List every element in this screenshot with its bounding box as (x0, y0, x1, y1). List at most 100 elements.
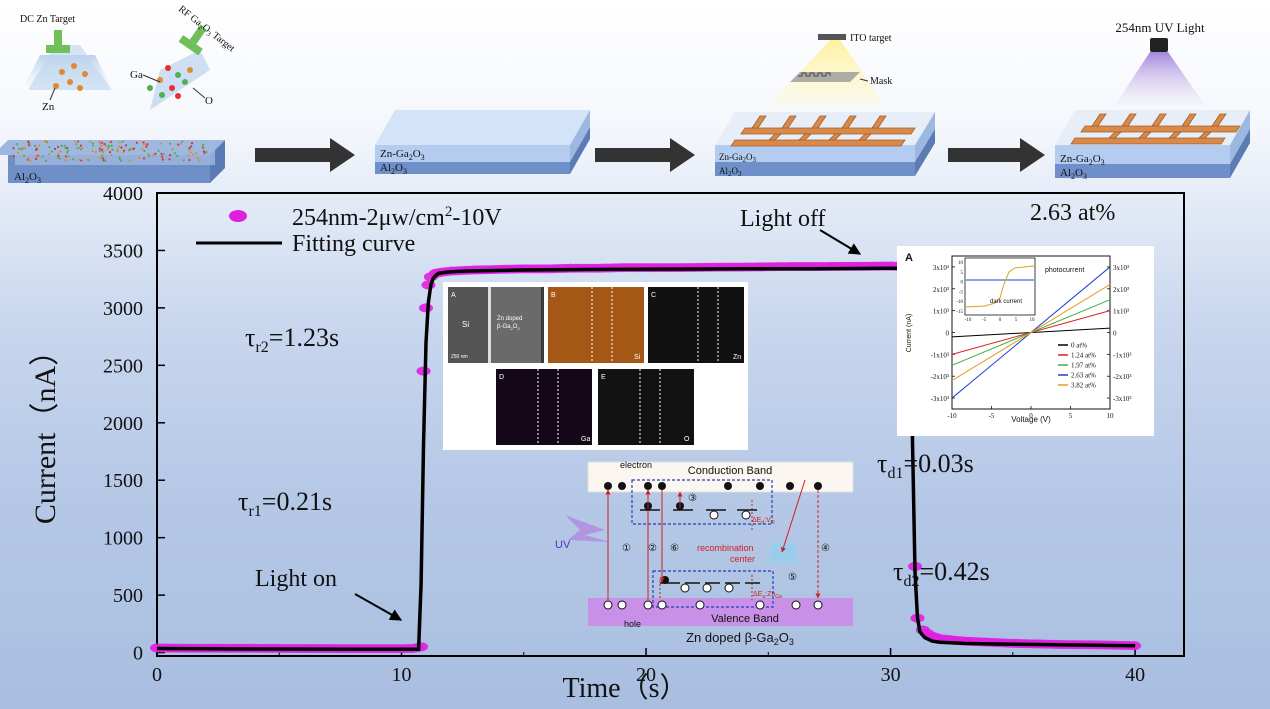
recombination-center (770, 543, 796, 563)
y-tick-label: 1500 (103, 470, 143, 492)
iv-y-tick-label: -3x10³ (931, 395, 949, 403)
iv-y-tick-label-right: -1x10³ (1113, 351, 1131, 359)
concentration-label: 2.63 at% (1030, 200, 1115, 226)
iv-y-tick-label-right: -2x10³ (1113, 373, 1131, 381)
iv-x-label: Voltage (V) (1011, 415, 1051, 424)
step2-film-label: Zn-Ga2O3 (380, 148, 425, 162)
mask-label: Mask (870, 76, 892, 87)
svg-text:250 nm: 250 nm (451, 354, 468, 360)
svg-text:β-Ga2O3: β-Ga2O3 (497, 324, 520, 331)
hole-dot (617, 600, 627, 610)
legend-scatter-label: 254nm-2μw/cm2-10V (292, 204, 502, 231)
iv-legend-label: 3.82 at% (1071, 382, 1096, 390)
iv-photocurrent-label: photocurrent (1045, 267, 1084, 274)
iv-mini-x-tick-label: 0 (999, 318, 1002, 323)
hole-dot (709, 510, 719, 520)
iv-legend-label: 1.24 at% (1071, 352, 1096, 360)
iv-y-tick-label: 2x10³ (933, 286, 949, 294)
svg-text:⑥: ⑥ (670, 543, 679, 554)
o-label: O (205, 95, 213, 107)
iv-legend-label: 0 at% (1071, 342, 1087, 350)
iv-y-tick-label-right: 1x10³ (1113, 308, 1129, 316)
process-arrow-1 (255, 138, 355, 172)
acceptor-level-box (652, 570, 774, 608)
series-fitting-curve (156, 266, 1136, 652)
y-tick-label: 0 (133, 643, 143, 665)
svg-text:E: E (601, 374, 606, 381)
svg-text:A: A (451, 292, 456, 299)
legend-scatter-marker (229, 210, 247, 222)
plot-frame (156, 192, 1185, 657)
legend: 254nm-2μw/cm2-10V Fitting curve (196, 204, 502, 257)
svg-text:Zn: Zn (733, 354, 741, 361)
hole-dot (791, 600, 801, 610)
iv-mini-x-tick-label: 10 (1030, 318, 1036, 323)
dc-target-head (46, 45, 70, 53)
iv-mini-y-tick-label: -5 (959, 290, 964, 295)
iv-panel-letter: A (905, 252, 913, 264)
hole-dot (813, 600, 823, 610)
svg-text:center: center (730, 554, 755, 564)
uv-label: UV (555, 539, 571, 551)
iv-mini-x-tick-label: -5 (982, 318, 987, 323)
iv-y-tick-label-right: 3x10³ (1113, 264, 1129, 272)
tau-d1-label: τd1=0.03s (877, 449, 974, 482)
y-tick-label: 3000 (103, 298, 143, 320)
hole-dot (680, 583, 690, 593)
substrate-side (210, 140, 225, 183)
eds-panel-a: A Si Zn doped β-Ga2O3 250 nm (448, 287, 544, 363)
iv-y-tick-label: 1x10³ (933, 308, 949, 316)
film-top (375, 110, 590, 145)
band-material-label: Zn doped β-Ga2O3 (686, 630, 794, 647)
rf-target-label: RF Ga2O3 Target (176, 4, 237, 56)
process-arrow-3 (948, 138, 1045, 172)
svg-text:⑤: ⑤ (788, 572, 797, 583)
mask (790, 72, 860, 82)
iv-mini-y-tick-label: 10 (958, 261, 964, 266)
uv-bolt-icon (565, 515, 610, 542)
film-front (375, 145, 570, 162)
hole-dot (702, 583, 712, 593)
electron-dot (786, 482, 794, 490)
electron-dot (814, 482, 822, 490)
x-tick-label: 30 (881, 664, 901, 686)
iv-y-tick-label-right: 0 (1113, 330, 1117, 338)
electron-label: electron (620, 460, 652, 470)
iv-series-line (951, 283, 1111, 382)
svg-text:Ga: Ga (581, 436, 590, 443)
svg-text:Si: Si (634, 354, 641, 361)
iv-mini-y-tick-label: 0 (961, 281, 964, 286)
electron-dot (644, 482, 652, 490)
electron-dot (724, 482, 732, 490)
iv-x-tick-label: 0 (1029, 412, 1033, 420)
eds-panel-c: C Zn (648, 287, 744, 363)
step1-substrate-label: Al2O3 (14, 171, 41, 185)
iv-y-tick-label: -2x10³ (931, 373, 949, 381)
mini-curve (965, 265, 1035, 308)
iv-mini-y-tick-label: -15 (956, 310, 963, 315)
iv-mini-y-tick-label: -10 (956, 300, 963, 305)
holes (603, 510, 823, 610)
electron-dot (756, 482, 764, 490)
process-strip: Al2O3 DC Zn Target Zn RF Ga2O3 Target Ga… (0, 4, 1250, 185)
iv-x-tick-label: 5 (1069, 412, 1073, 420)
svg-text:④: ④ (821, 543, 830, 554)
y-tick-label: 1000 (103, 528, 143, 550)
rf-target-head (178, 35, 203, 56)
step3-film-label: Zn-Ga2O3 (719, 152, 757, 164)
delta-ea-label: ΔEa:ZnGa (753, 591, 782, 600)
iv-mini-x-tick-label: -10 (965, 318, 972, 323)
ito-electrodes (730, 115, 916, 147)
svg-text:C: C (651, 292, 656, 299)
uv-lamp (1150, 38, 1168, 52)
light-on-arrow (354, 593, 403, 621)
donor-level-box (631, 479, 773, 525)
uv-light-label: 254nm UV Light (1115, 20, 1205, 35)
iv-y-tick-label-right: -3x10³ (1113, 395, 1131, 403)
iv-legend-label: 2.63 at% (1071, 372, 1096, 380)
x-tick-label: 10 (392, 664, 412, 686)
y-tick-label: 2000 (103, 413, 143, 435)
iv-y-tick-label: -1x10³ (931, 351, 949, 359)
band-inset: Conduction Band Valence Band Zn doped β-… (555, 460, 854, 647)
